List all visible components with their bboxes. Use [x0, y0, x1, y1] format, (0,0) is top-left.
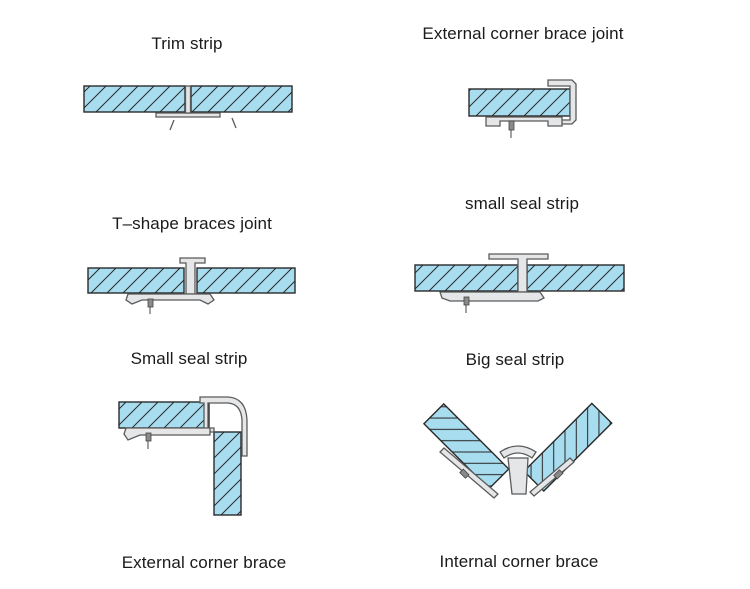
panel [468, 88, 571, 117]
bottom-rail [485, 116, 563, 127]
trim-strip-profile [155, 112, 221, 118]
bottom-rail [439, 291, 545, 302]
screw-right [553, 469, 564, 480]
seal-top [499, 445, 537, 459]
label-external-corner-brace: External corner brace [121, 553, 287, 572]
seal-body [507, 457, 529, 495]
panel-left [83, 85, 186, 113]
big-seal-strip-figure [422, 402, 613, 499]
panel-left [422, 402, 510, 490]
label-t-shape-braces-joint: T–shape braces joint [112, 214, 272, 233]
panel-right [526, 264, 625, 292]
t-shape-braces-joint-figure [87, 257, 296, 314]
external-corner-brace-joint-figure [468, 79, 577, 138]
panel-right [190, 85, 293, 113]
trim-strip-figure [83, 85, 293, 131]
label-small-seal-strip: Small seal strip [130, 349, 248, 368]
label-big-seal-strip: Big seal strip [465, 350, 565, 369]
screw [463, 296, 470, 306]
label-external-corner-brace-joint: External corner brace joint [422, 24, 624, 43]
trim-strip-lip-left [169, 119, 175, 131]
trim-strip-web [184, 85, 192, 114]
trim-strip-lip-right [231, 117, 237, 129]
panel-right [522, 402, 613, 493]
screw [508, 120, 515, 131]
label-internal-corner-brace: Internal corner brace [439, 552, 599, 571]
rail-right [529, 457, 575, 497]
screw-left [459, 468, 470, 479]
panel-left [87, 267, 185, 294]
panel-left [414, 264, 519, 292]
screw [147, 298, 154, 308]
label-small-seal-strip-top: small seal strip [464, 194, 580, 213]
panel-right [196, 267, 296, 294]
label-trim-strip: Trim strip [151, 34, 223, 53]
rail-left [439, 447, 499, 499]
panel-horizontal [118, 401, 210, 429]
bottom-rail [123, 427, 211, 441]
screw [145, 432, 152, 442]
bottom-rail [125, 293, 215, 305]
small-seal-strip-figure [118, 396, 248, 516]
small-seal-strip-top-figure [414, 253, 625, 313]
panel-vertical [213, 431, 242, 516]
corner-seal-profile [199, 396, 248, 457]
